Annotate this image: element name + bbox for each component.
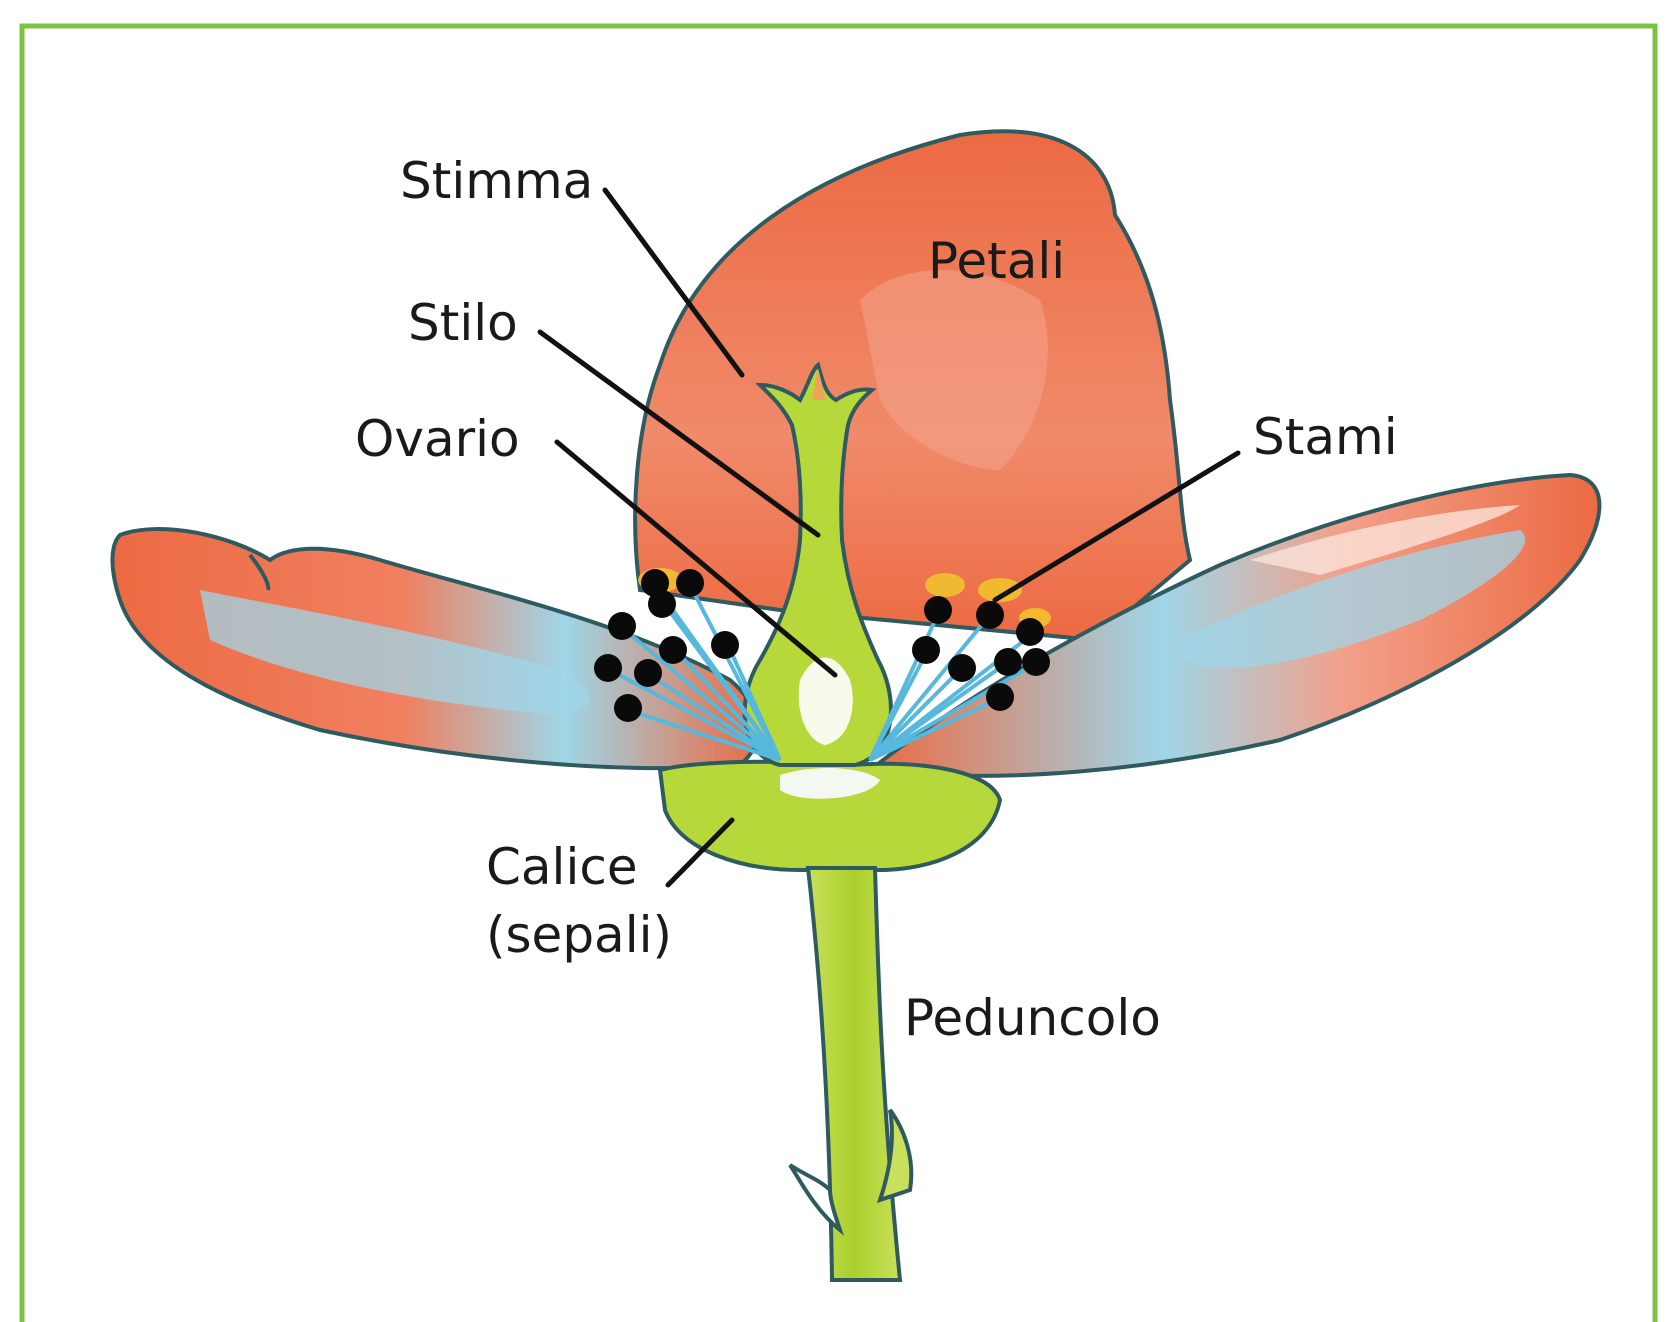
label-stilo: Stilo	[408, 294, 518, 352]
label-peduncolo: Peduncolo	[904, 989, 1161, 1047]
label-calice: Calice	[486, 838, 638, 896]
stem	[808, 868, 900, 1280]
label-stami: Stami	[1253, 408, 1398, 466]
label-sepali: (sepali)	[486, 906, 672, 964]
label-stimma: Stimma	[400, 152, 593, 210]
label-petali: Petali	[928, 232, 1065, 290]
label-ovario: Ovario	[355, 410, 520, 468]
